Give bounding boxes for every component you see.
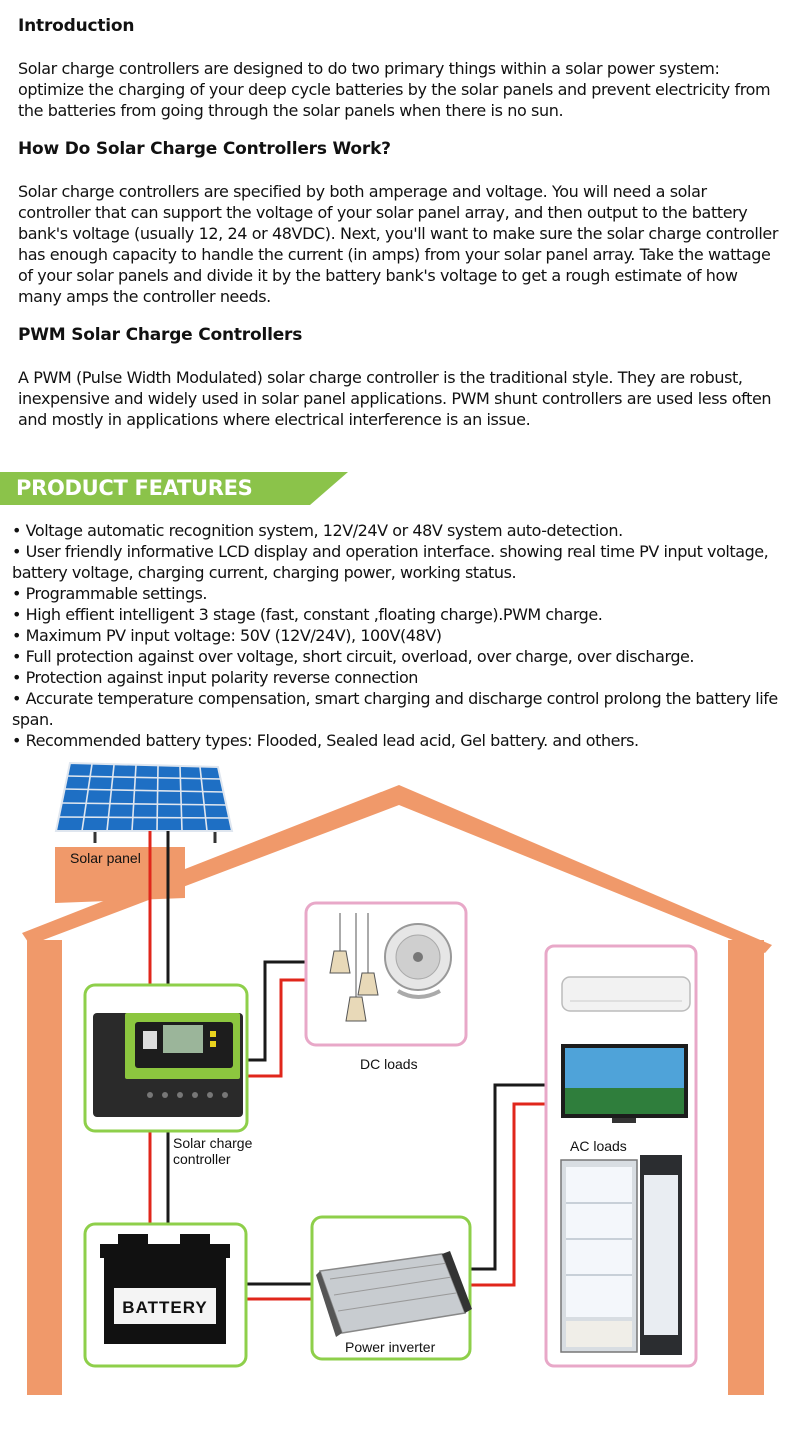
intro-body: Solar charge controllers are designed to…: [18, 59, 771, 120]
pendant-lamp-icon: [329, 913, 379, 1022]
wiring: [148, 831, 548, 1301]
ac-loads-label: AC loads: [570, 1138, 627, 1154]
product-features-banner: PRODUCT FEATURES: [0, 472, 348, 505]
solar-panel-label: Solar panel: [70, 850, 141, 866]
fan-icon: [384, 923, 452, 999]
house-wall-left: [27, 940, 62, 1395]
pwm-body: A PWM (Pulse Width Modulated) solar char…: [18, 368, 772, 429]
solar-system-diagram: Solar panel Solar charge controller: [22, 761, 772, 1395]
battery-text: BATTERY: [122, 1298, 207, 1317]
feature-item: • Accurate temperature compensation, sma…: [12, 689, 778, 729]
inverter-label: Power inverter: [345, 1339, 436, 1355]
feature-item: • Programmable settings.: [12, 584, 208, 603]
how-body: Solar charge controllers are specified b…: [18, 182, 779, 306]
power-inverter-icon: [316, 1251, 472, 1337]
feature-list: • Voltage automatic recognition system, …: [12, 520, 787, 751]
air-conditioner-icon: [561, 976, 691, 1012]
controller-label-line2: controller: [173, 1151, 231, 1167]
solar-panel-icon: [54, 761, 234, 843]
intro-heading: Introduction: [18, 16, 135, 36]
how-heading: How Do Solar Charge Controllers Work?: [18, 139, 391, 159]
house-chimney: [55, 847, 185, 903]
banner-title: PRODUCT FEATURES: [16, 476, 253, 500]
feature-item: • User friendly informative LCD display …: [12, 542, 769, 582]
house-wall-right: [728, 940, 764, 1395]
house-outline: [22, 785, 772, 1395]
charge-controller-icon: [93, 1013, 243, 1117]
feature-item: • Recommended battery types: Flooded, Se…: [12, 731, 639, 750]
refrigerator-icon: [560, 1155, 682, 1355]
banner-arrow: [310, 472, 348, 505]
controller-label-line1: Solar charge: [173, 1135, 253, 1151]
article: Introduction Solar charge controllers ar…: [18, 12, 782, 448]
feature-item: • High effient intelligent 3 stage (fast…: [12, 605, 603, 624]
television-icon: [561, 1044, 688, 1123]
banner-bar: [0, 472, 310, 505]
battery-icon: [100, 1234, 230, 1344]
feature-item: • Maximum PV input voltage: 50V (12V/24V…: [12, 626, 442, 645]
dc-loads-label: DC loads: [360, 1056, 418, 1072]
feature-item: • Full protection against over voltage, …: [12, 647, 695, 666]
pwm-heading: PWM Solar Charge Controllers: [18, 325, 303, 345]
feature-item: • Protection against input polarity reve…: [12, 668, 418, 687]
feature-item: • Voltage automatic recognition system, …: [12, 521, 623, 540]
